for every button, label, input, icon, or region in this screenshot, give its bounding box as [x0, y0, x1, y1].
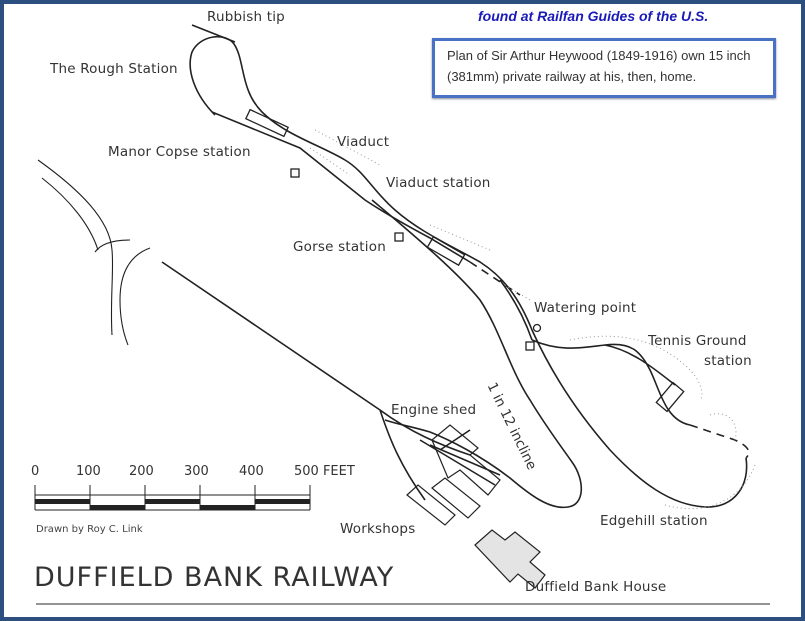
label-viaduct-station: Viaduct station	[386, 175, 491, 191]
scale-tick-label: 400	[239, 464, 264, 479]
label-rough-station: The Rough Station	[50, 61, 178, 77]
map-frame	[4, 4, 801, 617]
scale-tick-label: 500 FEET	[294, 464, 355, 479]
scale-tick-label: 100	[76, 464, 101, 479]
embankment-hatching	[309, 129, 756, 510]
label-rubbish-tip: Rubbish tip	[207, 9, 285, 25]
hut	[525, 341, 535, 351]
label-engine-shed: Engine shed	[391, 402, 477, 418]
track-main-upper	[189, 35, 748, 508]
hut	[394, 232, 404, 242]
scale-bar	[34, 485, 311, 511]
tennis-platform	[655, 381, 685, 413]
scale-tick-label: 300	[184, 464, 209, 479]
scale-tick-label: 200	[129, 464, 154, 479]
label-watering-point: Watering point	[534, 300, 637, 316]
track-incline-left	[499, 279, 533, 341]
engine-shed-building	[431, 424, 501, 496]
source-credit: found at Railfan Guides of the U.S.	[478, 8, 709, 24]
hut	[290, 168, 300, 178]
drawn-by-credit: Drawn by Roy C. Link	[36, 524, 143, 535]
road	[94, 239, 131, 253]
label-manor-copse: Manor Copse station	[108, 144, 251, 160]
caption-text: Plan of Sir Arthur Heywood (1849-1916) o…	[447, 48, 751, 84]
label-tennis-ground-station: station	[704, 353, 752, 369]
label-workshops: Workshops	[340, 521, 416, 537]
map-title: DUFFIELD BANK RAILWAY	[34, 562, 395, 593]
road	[119, 247, 151, 346]
label-tennis-ground: Tennis Ground	[648, 333, 747, 349]
track-engine-shed-line	[161, 261, 471, 501]
caption-box: Plan of Sir Arthur Heywood (1849-1916) o…	[432, 38, 776, 98]
gorse-platform	[426, 235, 466, 267]
watering-point-marker	[532, 323, 542, 333]
road	[37, 159, 114, 336]
duffield-bank-house	[474, 529, 546, 589]
track-shed-sidings	[419, 429, 501, 486]
workshops-building	[406, 477, 481, 526]
label-gorse-station: Gorse station	[293, 239, 386, 255]
manor-copse-platform	[244, 108, 290, 138]
label-duffield-bank-house: Duffield Bank House	[525, 579, 667, 595]
track-tennis-ground	[531, 339, 691, 426]
label-viaduct: Viaduct	[337, 134, 390, 150]
scale-tick-label: 0	[31, 464, 40, 479]
track-incline-loop	[371, 199, 583, 509]
label-edgehill-station: Edgehill station	[600, 513, 708, 529]
road	[41, 177, 99, 251]
